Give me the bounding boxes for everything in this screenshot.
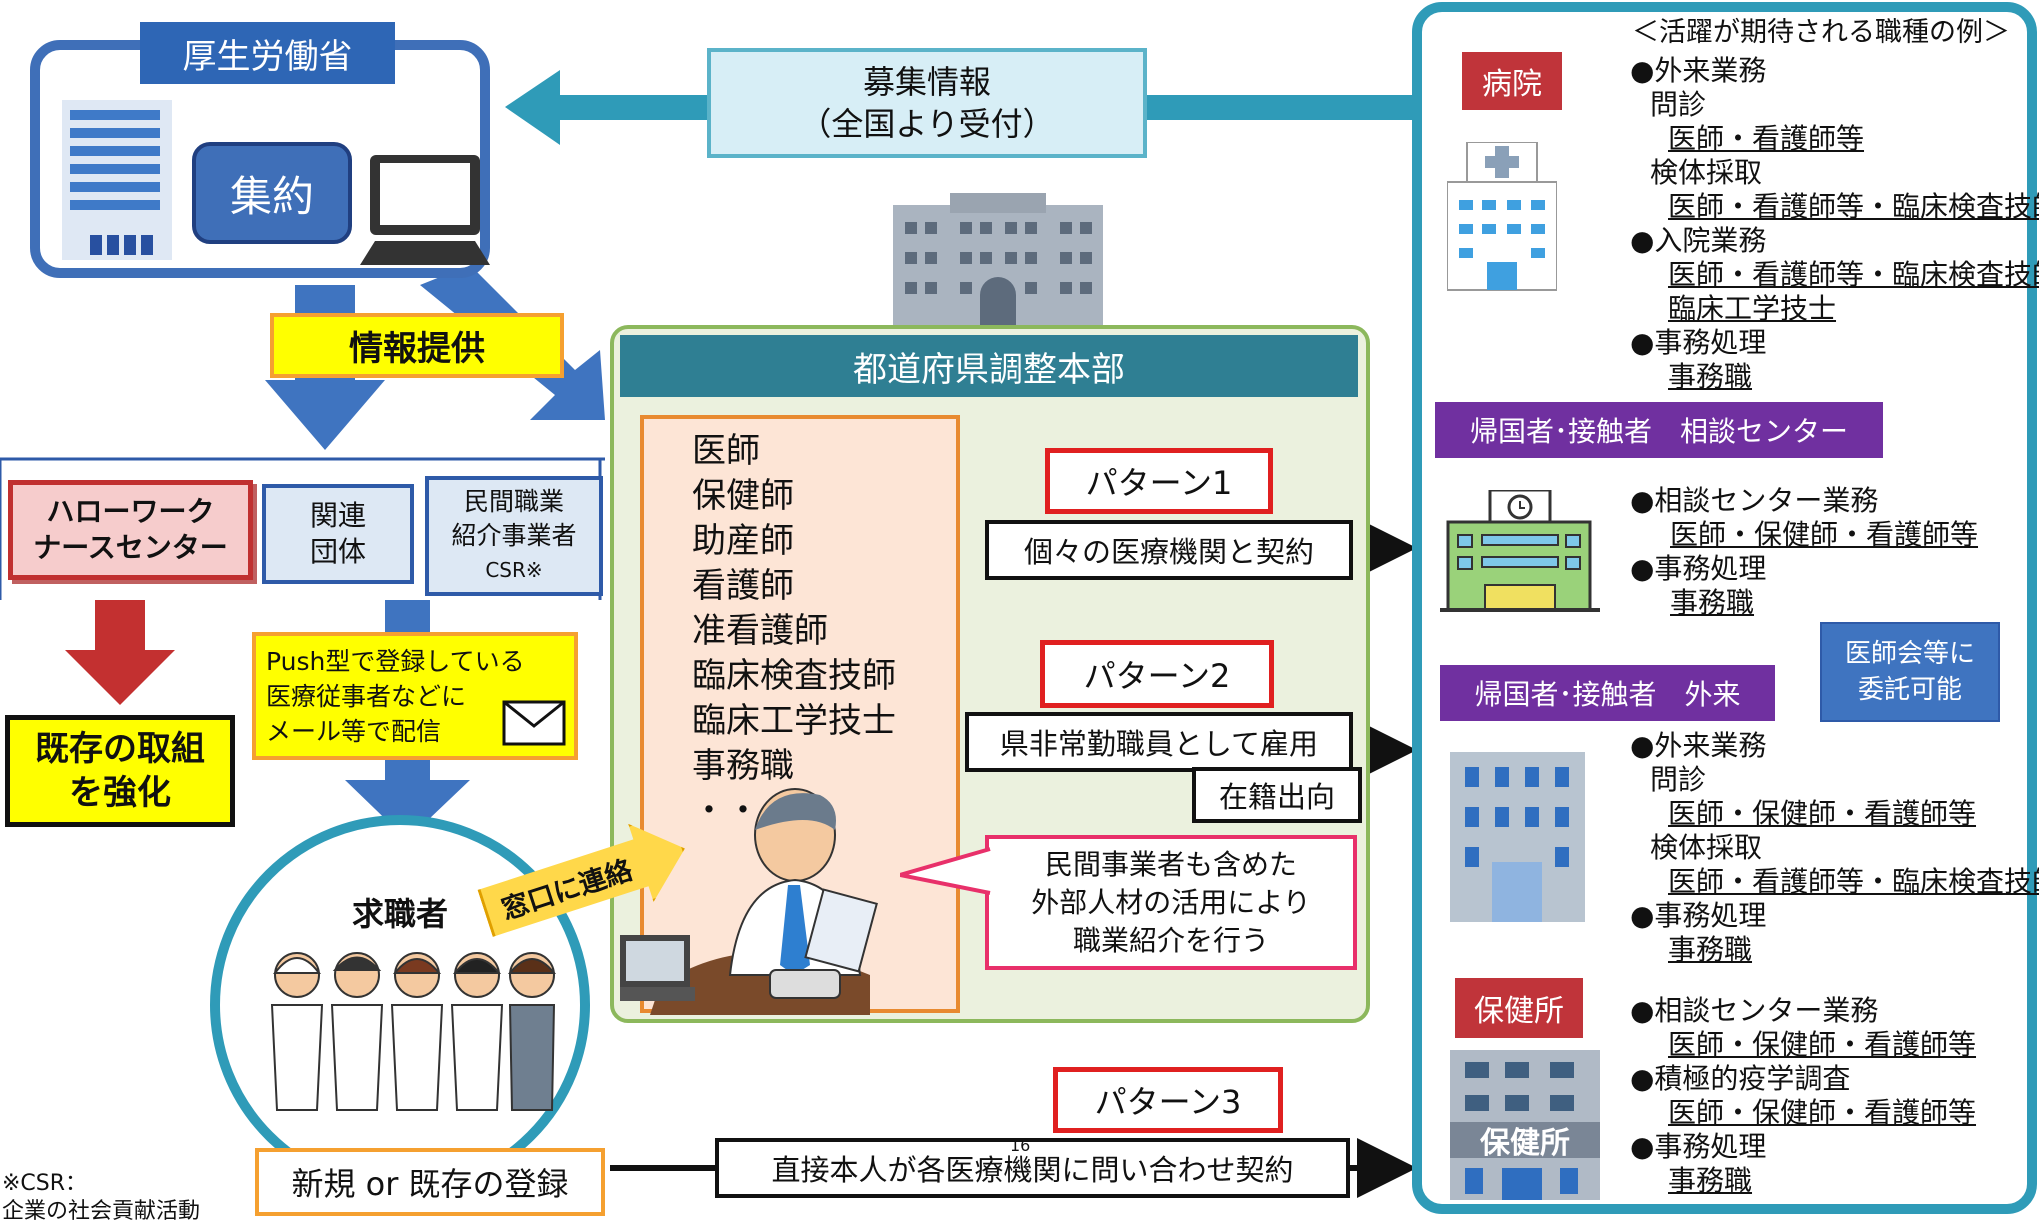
- prefecture-building-icon: [893, 193, 1103, 325]
- out-role-3: 検体採取: [1650, 831, 1763, 864]
- job-lab-tech: 臨床検査技師: [692, 656, 896, 696]
- push-line2: 医療従事者などに: [266, 682, 467, 711]
- related-line1: 関連: [309, 499, 366, 532]
- outpatient-tag: 帰国者･接触者 外来: [1440, 665, 1775, 721]
- consult-role-3: 事務職: [1670, 586, 1755, 619]
- hosp-role-6: 医師・看護師等・臨床検査技師: [1668, 258, 2039, 291]
- hosp-role-3: 検体採取: [1650, 156, 1763, 189]
- hellowork-line2: ナースセンター: [33, 531, 228, 564]
- register-label: 新規 or 既存の登録: [255, 1148, 605, 1216]
- pattern2-label: パターン2: [1040, 640, 1274, 708]
- job-nurse: 看護師: [692, 566, 794, 606]
- existing-line1: 既存の取組: [35, 729, 205, 769]
- existing-efforts-box: 既存の取組 を強化: [5, 715, 235, 827]
- pattern1-label: パターン1: [1045, 448, 1273, 514]
- health-center-sign: 保健所: [1480, 1126, 1570, 1161]
- private-agency-box: 民間職業 紹介事業者 CSR※: [425, 476, 603, 596]
- job-doctor: 医師: [692, 431, 760, 471]
- hosp-role-2: 医師・看護師等: [1668, 122, 1865, 155]
- hospital-icon: [1447, 142, 1557, 291]
- aggregate-box: 集約: [192, 142, 352, 244]
- pattern1-desc: 個々の医療機関と契約: [985, 520, 1353, 580]
- info-provide-label: 情報提供: [270, 313, 564, 378]
- private-line3: CSR※: [485, 558, 543, 582]
- office-building-icon: [62, 100, 172, 260]
- outpatient-building-icon: [1450, 752, 1585, 922]
- health-role-4: ●事務処理: [1630, 1130, 1767, 1163]
- mail-icon: [502, 700, 566, 746]
- out-role-5: ●事務処理: [1630, 899, 1767, 932]
- consult-role-2: ●事務処理: [1630, 552, 1767, 585]
- related-org-box: 関連 団体: [262, 484, 414, 584]
- consult-role-1: 医師・保健師・看護師等: [1670, 518, 1979, 551]
- health-center-icon: [1450, 1050, 1600, 1200]
- recruit-line2: （全国より受付）: [799, 105, 1055, 143]
- job-clerk: 事務職: [692, 746, 794, 786]
- consult-center-icon: [1440, 490, 1600, 612]
- out-role-1: 問診: [1650, 763, 1707, 796]
- pattern3-desc: 直接本人が各医療機関に問い合わせ契約: [715, 1138, 1350, 1198]
- job-phn: 保健師: [692, 476, 794, 516]
- consult-center-tag: 帰国者･接触者 相談センター: [1435, 402, 1883, 458]
- push-line1: Push型で登録している: [266, 647, 525, 676]
- medical-staff-illustration: [270, 952, 557, 1111]
- health-role-5: 事務職: [1668, 1164, 1753, 1197]
- operator-illustration: [620, 788, 878, 1015]
- csr-note-line1: ※CSR：: [2, 1171, 88, 1196]
- private-line1: 民間職業: [463, 487, 564, 516]
- hosp-role-0: ●外来業務: [1630, 54, 1767, 87]
- csr-note: ※CSR： 企業の社会貢献活動: [2, 1170, 200, 1226]
- pattern2-desc: 県非常勤職員として雇用: [965, 712, 1353, 772]
- delegate-box: 医師会等に 委託可能: [1820, 622, 2000, 722]
- pattern3-label: パターン3: [1053, 1067, 1283, 1133]
- consult-role-0: ●相談センター業務: [1630, 484, 1879, 517]
- job-ce: 臨床工学技士: [692, 701, 896, 741]
- delegate-line2: 委託可能: [1857, 675, 1962, 705]
- push-line3: メール等で配信: [266, 717, 442, 746]
- out-role-0: ●外来業務: [1630, 729, 1767, 762]
- seeker-title: 求職者: [351, 895, 448, 933]
- private-note-line3: 職業紹介を行う: [1072, 923, 1269, 957]
- health-center-tag: 保健所: [1455, 978, 1583, 1038]
- hq-title: 都道府県調整本部: [620, 335, 1358, 397]
- red-down-arrow: [65, 600, 175, 705]
- computer-icon: [360, 155, 490, 265]
- hosp-role-9: 事務職: [1668, 360, 1753, 393]
- pattern2-extra: 在籍出向: [1192, 767, 1362, 823]
- hosp-role-7: 臨床工学技士: [1668, 292, 1837, 325]
- out-role-6: 事務職: [1668, 933, 1753, 966]
- callout-tail: [900, 847, 991, 895]
- health-role-3: 医師・保健師・看護師等: [1668, 1096, 1977, 1129]
- private-note-callout: 民間事業者も含めた 外部人材の活用により 職業紹介を行う: [985, 835, 1357, 970]
- health-role-0: ●相談センター業務: [1630, 994, 1879, 1027]
- health-role-1: 医師・保健師・看護師等: [1668, 1028, 1977, 1061]
- delegate-line1: 医師会等に: [1844, 639, 1975, 669]
- hellowork-line1: ハローワーク: [46, 495, 215, 528]
- private-line2: 紹介事業者: [451, 521, 577, 550]
- out-role-4: 医師・看護師等・臨床検査技師: [1668, 865, 2039, 898]
- health-role-2: ●積極的疫学調査: [1630, 1062, 1851, 1095]
- related-line2: 団体: [309, 535, 366, 568]
- recruit-line1: 募集情報: [862, 63, 991, 101]
- hosp-role-1: 問診: [1650, 88, 1707, 121]
- page-number: 16: [1010, 1136, 1031, 1155]
- existing-line2: を強化: [69, 773, 171, 813]
- hosp-role-5: ●入院業務: [1630, 224, 1767, 257]
- private-note-line1: 民間事業者も含めた: [1044, 847, 1297, 881]
- hellowork-box: ハローワーク ナースセンター: [8, 480, 253, 580]
- job-assoc-nurse: 准看護師: [692, 611, 828, 651]
- job-midwife: 助産師: [692, 521, 794, 561]
- hosp-role-8: ●事務処理: [1630, 326, 1767, 359]
- csr-note-line2: 企業の社会貢献活動: [2, 1199, 201, 1224]
- job-examples-heading: ＜活躍が期待される職種の例＞: [1632, 17, 2010, 48]
- mhlw-title: 厚生労働省: [140, 22, 395, 84]
- hosp-role-4: 医師・看護師等・臨床検査技師: [1668, 190, 2039, 223]
- out-role-2: 医師・保健師・看護師等: [1668, 797, 1977, 830]
- hospital-tag: 病院: [1462, 52, 1562, 110]
- recruit-info-box: 募集情報 （全国より受付）: [707, 48, 1147, 158]
- push-message-box: Push型で登録している 医療従事者などに メール等で配信: [252, 632, 578, 760]
- private-note-line2: 外部人材の活用により: [1031, 885, 1311, 919]
